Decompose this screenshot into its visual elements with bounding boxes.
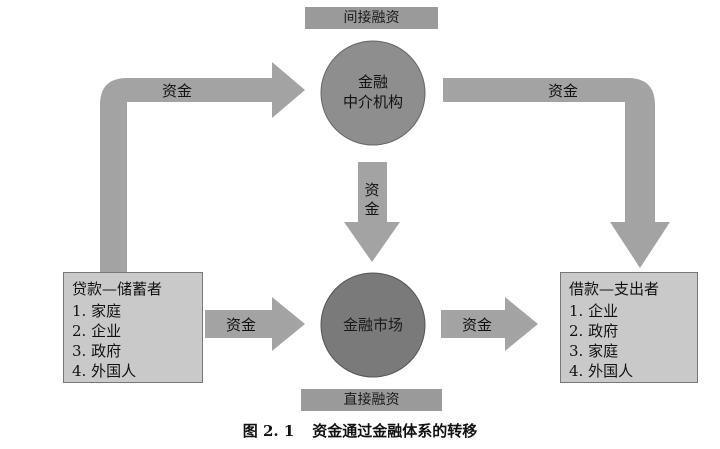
borrowers-item: 2. 政府 xyxy=(569,322,619,340)
intermediary-line2: 中介机构 xyxy=(342,93,403,111)
market-circle xyxy=(320,272,426,378)
intermediary-circle xyxy=(320,40,426,146)
lenders-item: 2. 企业 xyxy=(72,322,122,340)
intermediary-line1: 金融 xyxy=(357,73,388,91)
indirect-finance-label: 间接融资 xyxy=(305,7,438,29)
borrowers-box: 借款—支出者 1. 企业 2. 政府 3. 家庭 4. 外国人 xyxy=(560,272,698,383)
lenders-title: 贷款—储蓄者 xyxy=(72,280,163,298)
flow-label-left-top: 资金 xyxy=(162,82,193,100)
direct-finance-label: 直接融资 xyxy=(301,389,442,411)
flow-label-right-top: 资金 xyxy=(548,82,579,100)
caption-text: 资金通过金融体系的转移 xyxy=(312,422,478,440)
arrow-intermediary-to-market xyxy=(344,162,400,262)
arrow-intermediary-to-borrowers xyxy=(443,78,670,268)
arrow-lenders-to-market xyxy=(205,297,305,351)
lenders-box: 贷款—储蓄者 1. 家庭 2. 企业 3. 政府 4. 外国人 xyxy=(63,272,203,383)
flow-label-bottom-right: 资金 xyxy=(462,316,493,334)
flow-label-center-2: 金 xyxy=(364,200,380,218)
figure-caption: 图 2. 1 资金通过金融体系的转移 xyxy=(0,420,720,441)
flow-label-bottom-left: 资金 xyxy=(226,316,257,334)
caption-number: 图 2. 1 xyxy=(242,422,295,440)
borrowers-item: 4. 外国人 xyxy=(569,362,634,380)
lenders-item: 3. 政府 xyxy=(72,342,122,360)
flow-label-center-1: 资 xyxy=(364,181,380,199)
market-text: 金融市场 xyxy=(342,316,403,334)
lenders-item: 1. 家庭 xyxy=(72,302,122,320)
arrow-lenders-to-intermediary xyxy=(100,62,305,272)
borrowers-item: 3. 家庭 xyxy=(569,342,619,360)
arrow-market-to-borrowers xyxy=(441,297,538,351)
lenders-item: 4. 外国人 xyxy=(72,362,137,380)
intermediary-text: 金融 中介机构 xyxy=(321,72,425,112)
borrowers-title: 借款—支出者 xyxy=(569,280,660,298)
borrowers-item: 1. 企业 xyxy=(569,302,619,320)
